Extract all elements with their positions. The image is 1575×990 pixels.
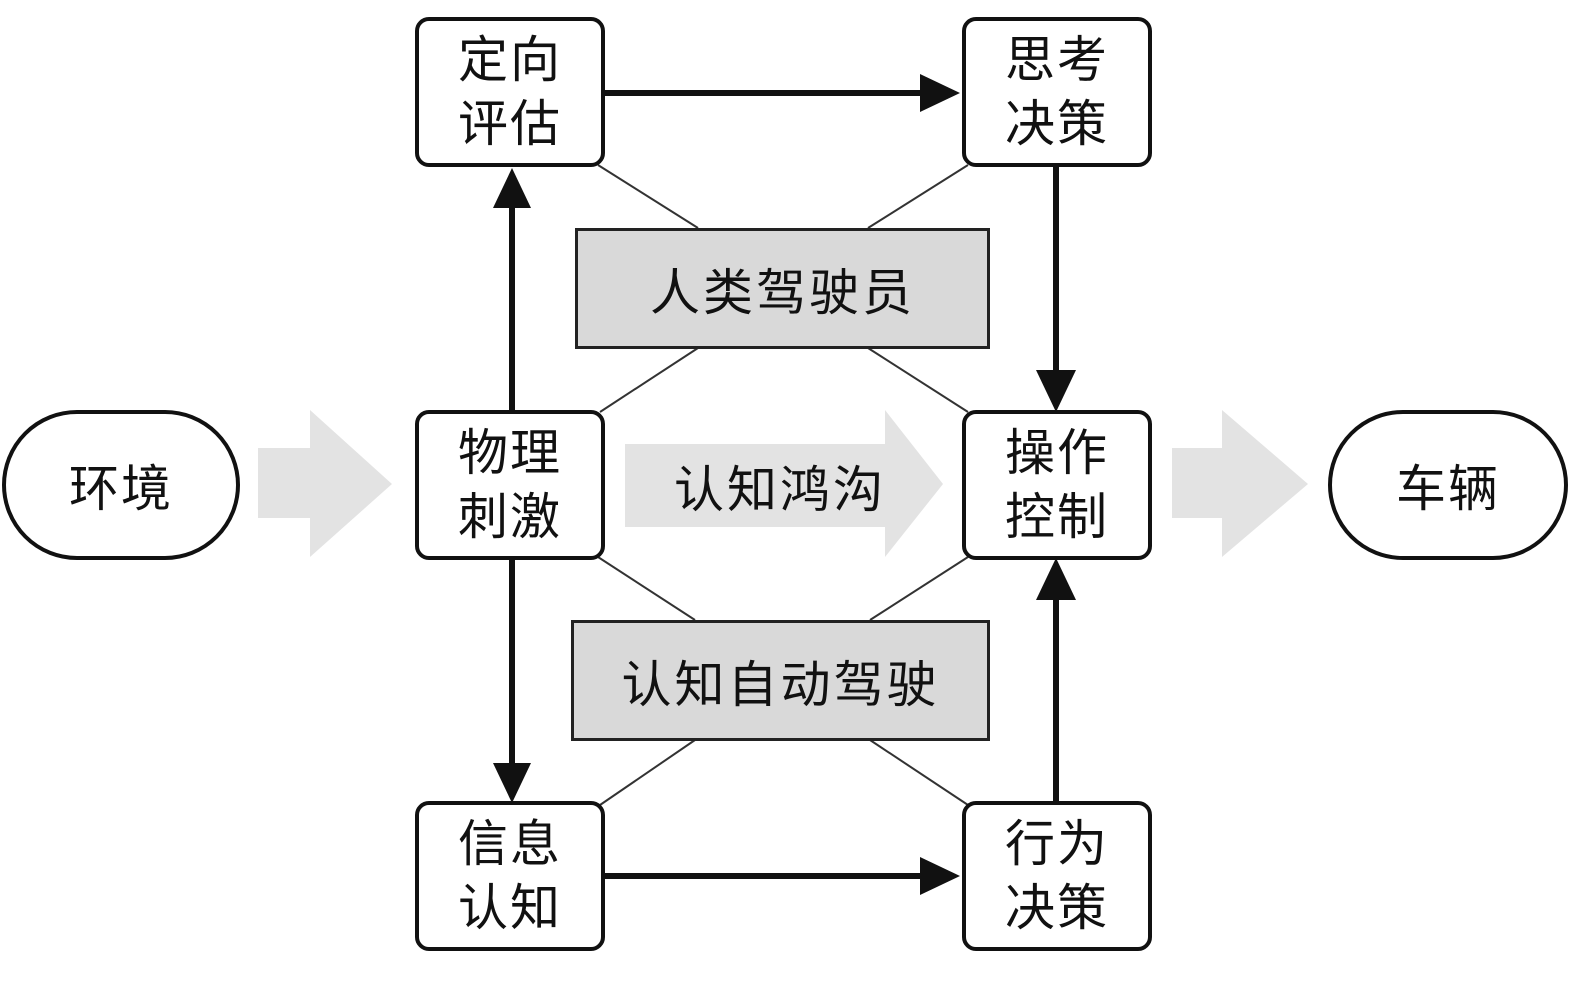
information-cognition-line1: 信息 <box>458 815 562 873</box>
orientation-evaluation-line2: 评估 <box>458 95 562 153</box>
operation-control-line2: 控制 <box>1005 488 1109 546</box>
operation-control-node: 操作 控制 <box>962 410 1152 560</box>
control-to-vehicle-arrow <box>1172 410 1308 557</box>
human-driver-band: 人类驾驶员 <box>575 228 990 349</box>
vehicle-label: 车辆 <box>1396 460 1500 518</box>
arrowhead <box>493 763 531 803</box>
physical-stimulus-line2: 刺激 <box>458 488 562 546</box>
connector-line <box>597 164 699 229</box>
cognitive-gap-label-container: 认知鸿沟 <box>640 444 920 528</box>
connector-line <box>869 556 969 621</box>
connector-line <box>867 347 969 413</box>
information-cognition-node: 信息 认知 <box>415 801 605 951</box>
connector-line <box>597 556 696 621</box>
thinking-decision-line2: 决策 <box>1005 95 1109 153</box>
connector-line <box>867 164 969 229</box>
behavior-decision-line2: 决策 <box>1005 879 1109 937</box>
environment-to-stimulus-arrow <box>258 410 392 557</box>
cognitive-gap-label: 认知鸿沟 <box>674 461 886 519</box>
operation-control-line1: 操作 <box>1005 424 1109 482</box>
cognitive-gap-arrow <box>625 410 943 557</box>
vehicle-node: 车辆 <box>1328 410 1568 560</box>
orientation-evaluation-line1: 定向 <box>458 31 562 89</box>
thinking-decision-node: 思考 决策 <box>962 17 1152 167</box>
arrowhead <box>920 74 960 112</box>
cognitive-autonomous-driving-band: 认知自动驾驶 <box>571 620 990 741</box>
connector-line <box>599 347 699 413</box>
physical-stimulus-node: 物理 刺激 <box>415 410 605 560</box>
connector-line <box>869 739 969 806</box>
arrowhead <box>1036 370 1076 412</box>
human-driver-label: 人类驾驶员 <box>650 263 915 322</box>
behavior-decision-node: 行为 决策 <box>962 801 1152 951</box>
environment-label: 环境 <box>69 460 173 518</box>
arrowhead <box>493 168 531 208</box>
arrowhead <box>920 857 960 895</box>
physical-stimulus-line1: 物理 <box>458 424 562 482</box>
environment-node: 环境 <box>2 410 240 560</box>
thinking-decision-line1: 思考 <box>1005 31 1109 89</box>
arrowhead <box>1036 558 1076 600</box>
information-cognition-line2: 认知 <box>458 879 562 937</box>
cognitive-autonomous-driving-label: 认知自动驾驶 <box>621 655 940 714</box>
connector-line <box>599 739 696 806</box>
orientation-evaluation-node: 定向 评估 <box>415 17 605 167</box>
behavior-decision-line1: 行为 <box>1005 815 1109 873</box>
